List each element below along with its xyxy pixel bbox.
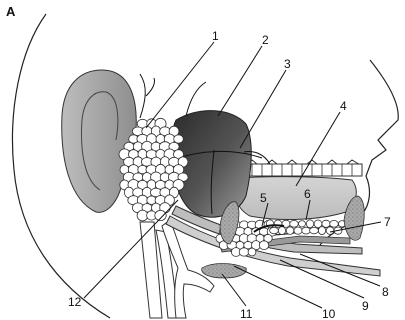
label-3: 3 bbox=[284, 57, 291, 71]
label-1: 1 bbox=[212, 29, 219, 43]
gland-lobule bbox=[278, 227, 285, 235]
label-11: 11 bbox=[240, 307, 253, 320]
gland-lobule bbox=[322, 220, 330, 227]
gland-lobule bbox=[294, 227, 302, 234]
gland-lobule bbox=[174, 135, 184, 143]
label-9: 9 bbox=[362, 299, 369, 313]
label-4: 4 bbox=[340, 99, 347, 113]
teeth-row bbox=[242, 160, 362, 176]
gland-lobule bbox=[259, 241, 268, 250]
sublingual-gland bbox=[266, 220, 345, 235]
gland-lobule bbox=[326, 227, 334, 235]
label-6: 6 bbox=[304, 187, 311, 201]
nerve-branch-upper bbox=[140, 74, 155, 118]
label-10: 10 bbox=[322, 307, 336, 320]
label-5: 5 bbox=[260, 191, 267, 205]
gland-lobule bbox=[290, 220, 299, 227]
gland-lobule bbox=[330, 220, 339, 227]
gland-lobule bbox=[318, 227, 325, 235]
label-2: 2 bbox=[262, 33, 269, 47]
gland-lobule bbox=[299, 221, 306, 227]
gland-lobule bbox=[310, 227, 319, 233]
gland-lobule bbox=[306, 220, 313, 228]
gland-lobule bbox=[248, 248, 256, 256]
gland-lobule bbox=[270, 227, 279, 233]
gland-lobule bbox=[286, 227, 294, 235]
tongue bbox=[235, 177, 356, 220]
label-8: 8 bbox=[382, 285, 389, 299]
gland-lobule bbox=[155, 210, 166, 220]
panel-letter: A bbox=[6, 4, 16, 19]
gland-lobule bbox=[239, 248, 249, 256]
minor-gland-inferior bbox=[202, 264, 247, 279]
label-12: 12 bbox=[68, 295, 82, 309]
label-7: 7 bbox=[384, 215, 391, 229]
gland-lobule bbox=[302, 227, 310, 234]
